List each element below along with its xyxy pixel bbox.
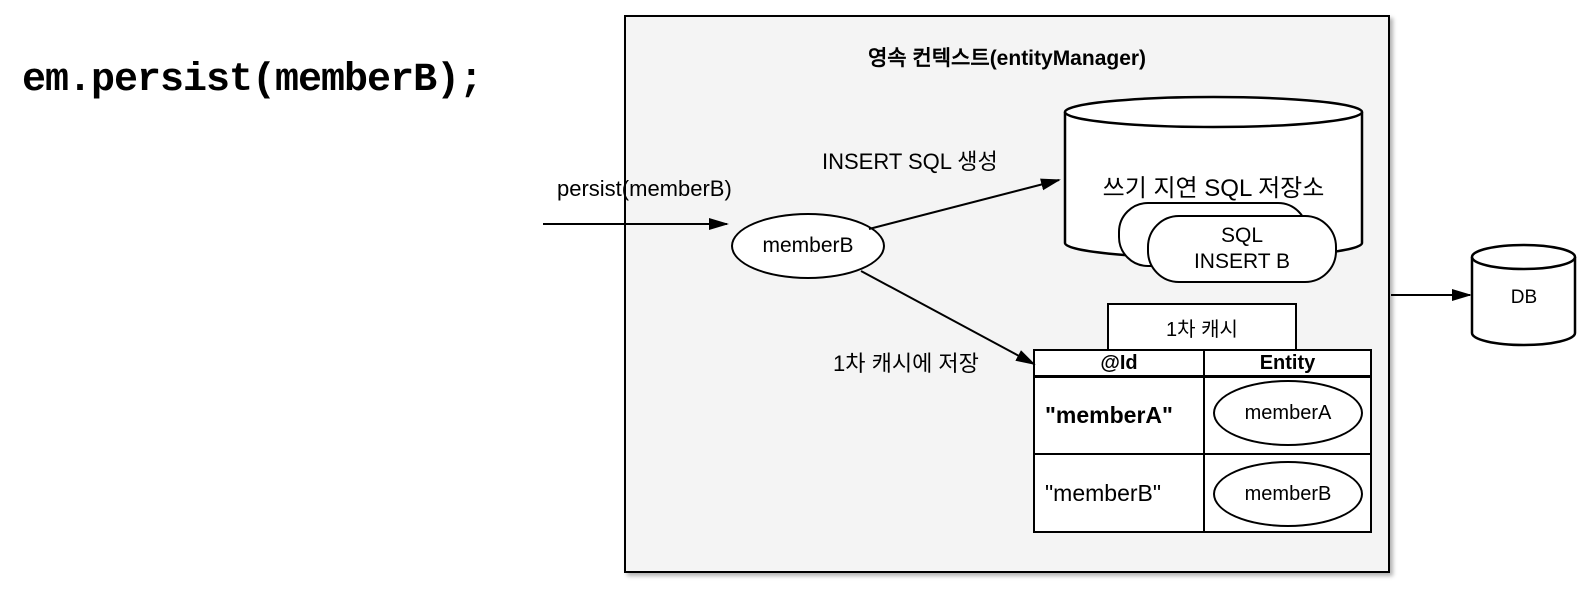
- cache-row-memberB: "memberB": [1035, 455, 1370, 531]
- sql-card-line1: SQL: [1220, 224, 1264, 247]
- cache-entity-memberA-label: memberA: [1244, 401, 1332, 424]
- cache-row-memberA-id: "memberA": [1035, 378, 1205, 453]
- sql-store-title: 쓰기 지연 SQL 저장소: [1102, 175, 1325, 202]
- first-level-cache-tab: 1차 캐시: [1107, 303, 1297, 351]
- database-label: DB: [1510, 287, 1538, 308]
- cache-header-entity: Entity: [1259, 351, 1316, 374]
- cache-entity-memberB-label: memberB: [1244, 482, 1332, 505]
- cache-header-id: @Id: [1035, 351, 1205, 375]
- cache-row-memberA: "memberA": [1035, 378, 1370, 455]
- sql-card-front: SQL INSERT B: [1147, 215, 1337, 283]
- save-cache-arrow-label: 1차 캐시에 저장: [833, 351, 979, 376]
- entity-node-memberB: memberB: [731, 213, 885, 279]
- cache-entity-memberA: memberA: [1213, 380, 1363, 446]
- code-snippet: em.persist(memberB);: [22, 58, 483, 103]
- cache-entity-memberB: memberB: [1213, 461, 1363, 527]
- cache-row-memberB-id: "memberB": [1035, 455, 1205, 531]
- sql-card-line2: INSERT B: [1193, 250, 1291, 273]
- cache-header-row: @Id Entity: [1035, 351, 1370, 378]
- first-level-cache-title: 1차 캐시: [1166, 319, 1238, 341]
- entity-node-label: memberB: [762, 234, 854, 257]
- persist-arrow-label: persist(memberB): [557, 176, 732, 201]
- insert-sql-arrow-label: INSERT SQL 생성: [822, 149, 998, 174]
- persistence-context-title: 영속 컨텍스트(entityManager): [867, 47, 1147, 70]
